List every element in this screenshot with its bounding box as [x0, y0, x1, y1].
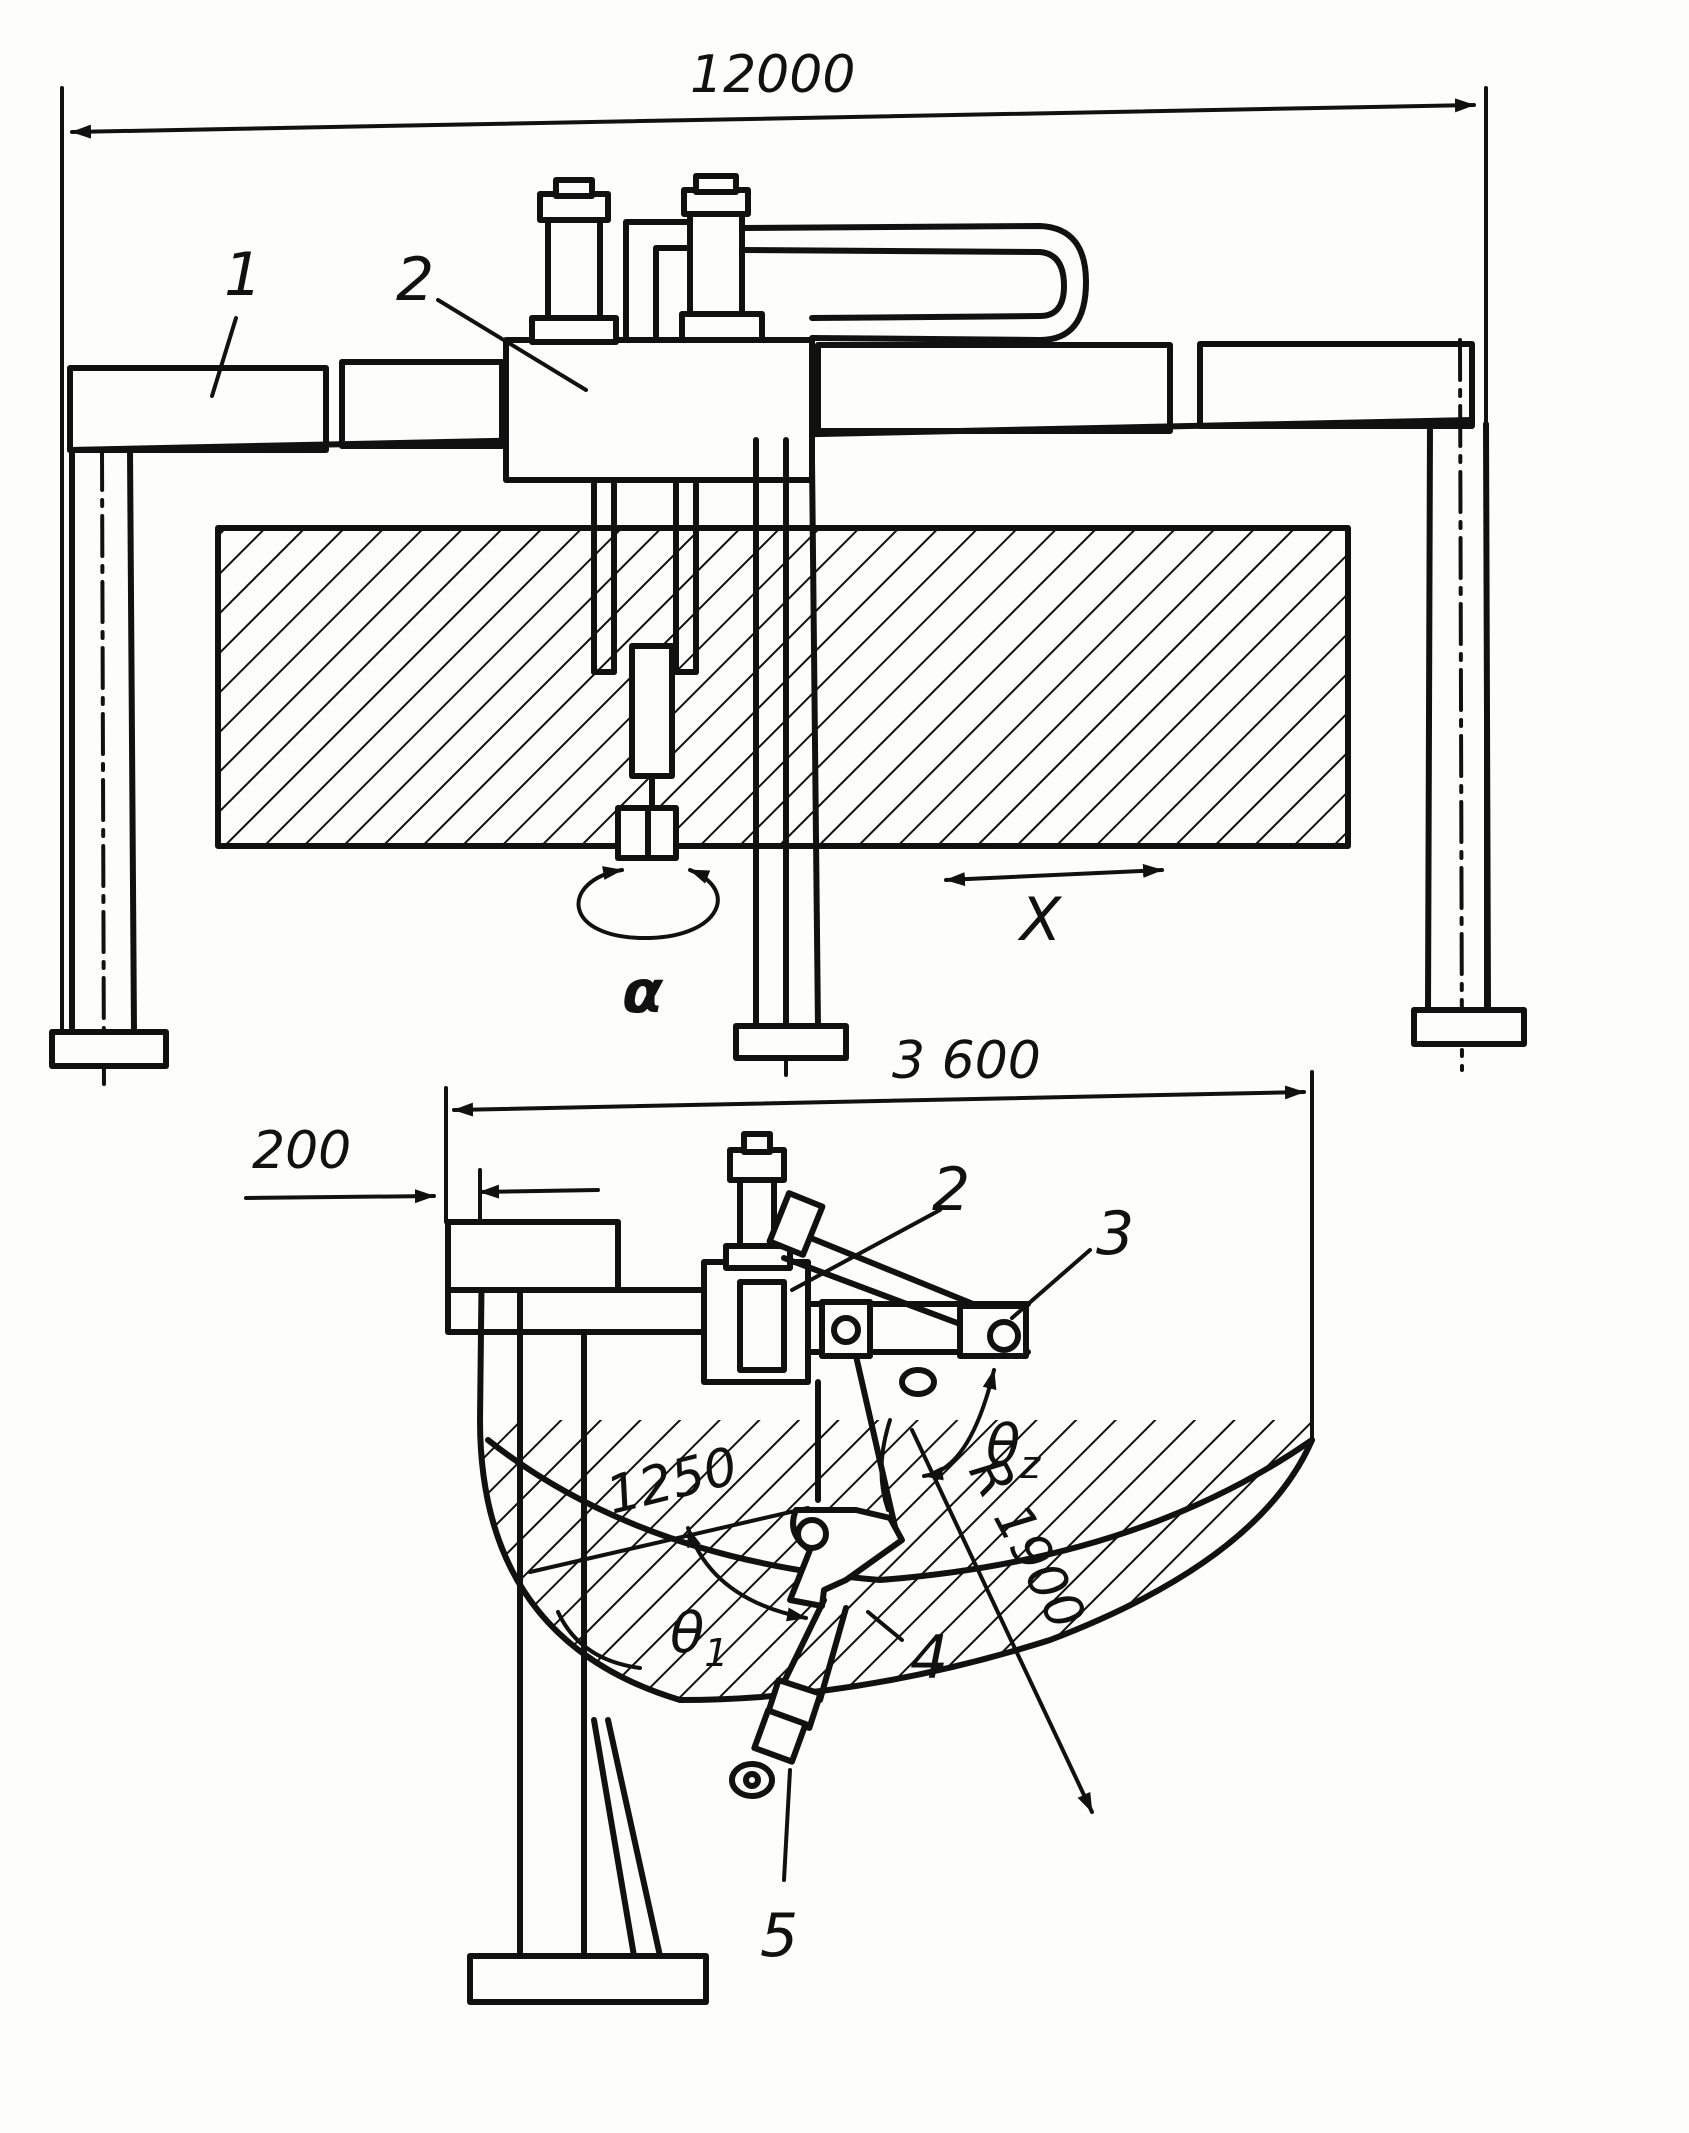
side-view: 3 600 200	[244, 1031, 1315, 2005]
dimension-200: 200	[244, 1121, 600, 1226]
dimension-12000-label: 12000	[690, 45, 855, 105]
alpha-symbol: α	[622, 957, 664, 1027]
gantry-girder	[67, 341, 1475, 453]
label-1: 1	[224, 240, 262, 310]
angle-theta-1: θ1	[556, 1526, 808, 1675]
theta-1-symbol: θ	[670, 1601, 704, 1666]
dimension-200-label: 200	[252, 1121, 351, 1181]
carriage-2: 2	[396, 173, 1089, 1077]
theta-z-symbol: θ	[986, 1413, 1020, 1478]
top-view: 12000	[49, 45, 1527, 1092]
svg-text:θ1: θ1	[670, 1601, 728, 1675]
label-2-top: 2	[396, 245, 434, 315]
theta-1-subscript: 1	[704, 1631, 728, 1675]
left-leg	[49, 447, 169, 1092]
x-axis-label: X	[1017, 885, 1063, 955]
label-5: 5	[760, 1901, 798, 1971]
travel-arrow-x: X	[944, 863, 1164, 955]
rotation-arrow-alpha: α	[576, 866, 720, 1027]
right-leg	[1411, 338, 1527, 1072]
label-3: 3	[1096, 1199, 1134, 1269]
side-frame	[445, 1219, 763, 2005]
dimension-12000: 12000	[60, 45, 1488, 1047]
dimension-3600: 3 600	[444, 1031, 1314, 1442]
dimension-3600-label: 3 600	[892, 1031, 1041, 1091]
manipulator-arm-4: 4 5	[729, 1353, 948, 1971]
carriage-2-side: 2 3	[701, 1131, 1134, 1503]
label-4: 4	[910, 1623, 948, 1693]
angle-theta-z: θz	[879, 1367, 1041, 1512]
label-2-side: 2	[932, 1155, 970, 1225]
theta-z-subscript: z	[1019, 1443, 1041, 1487]
bowl-container	[477, 1239, 1315, 1703]
svg-text:θz: θz	[986, 1413, 1041, 1487]
leader-1	[210, 316, 238, 398]
